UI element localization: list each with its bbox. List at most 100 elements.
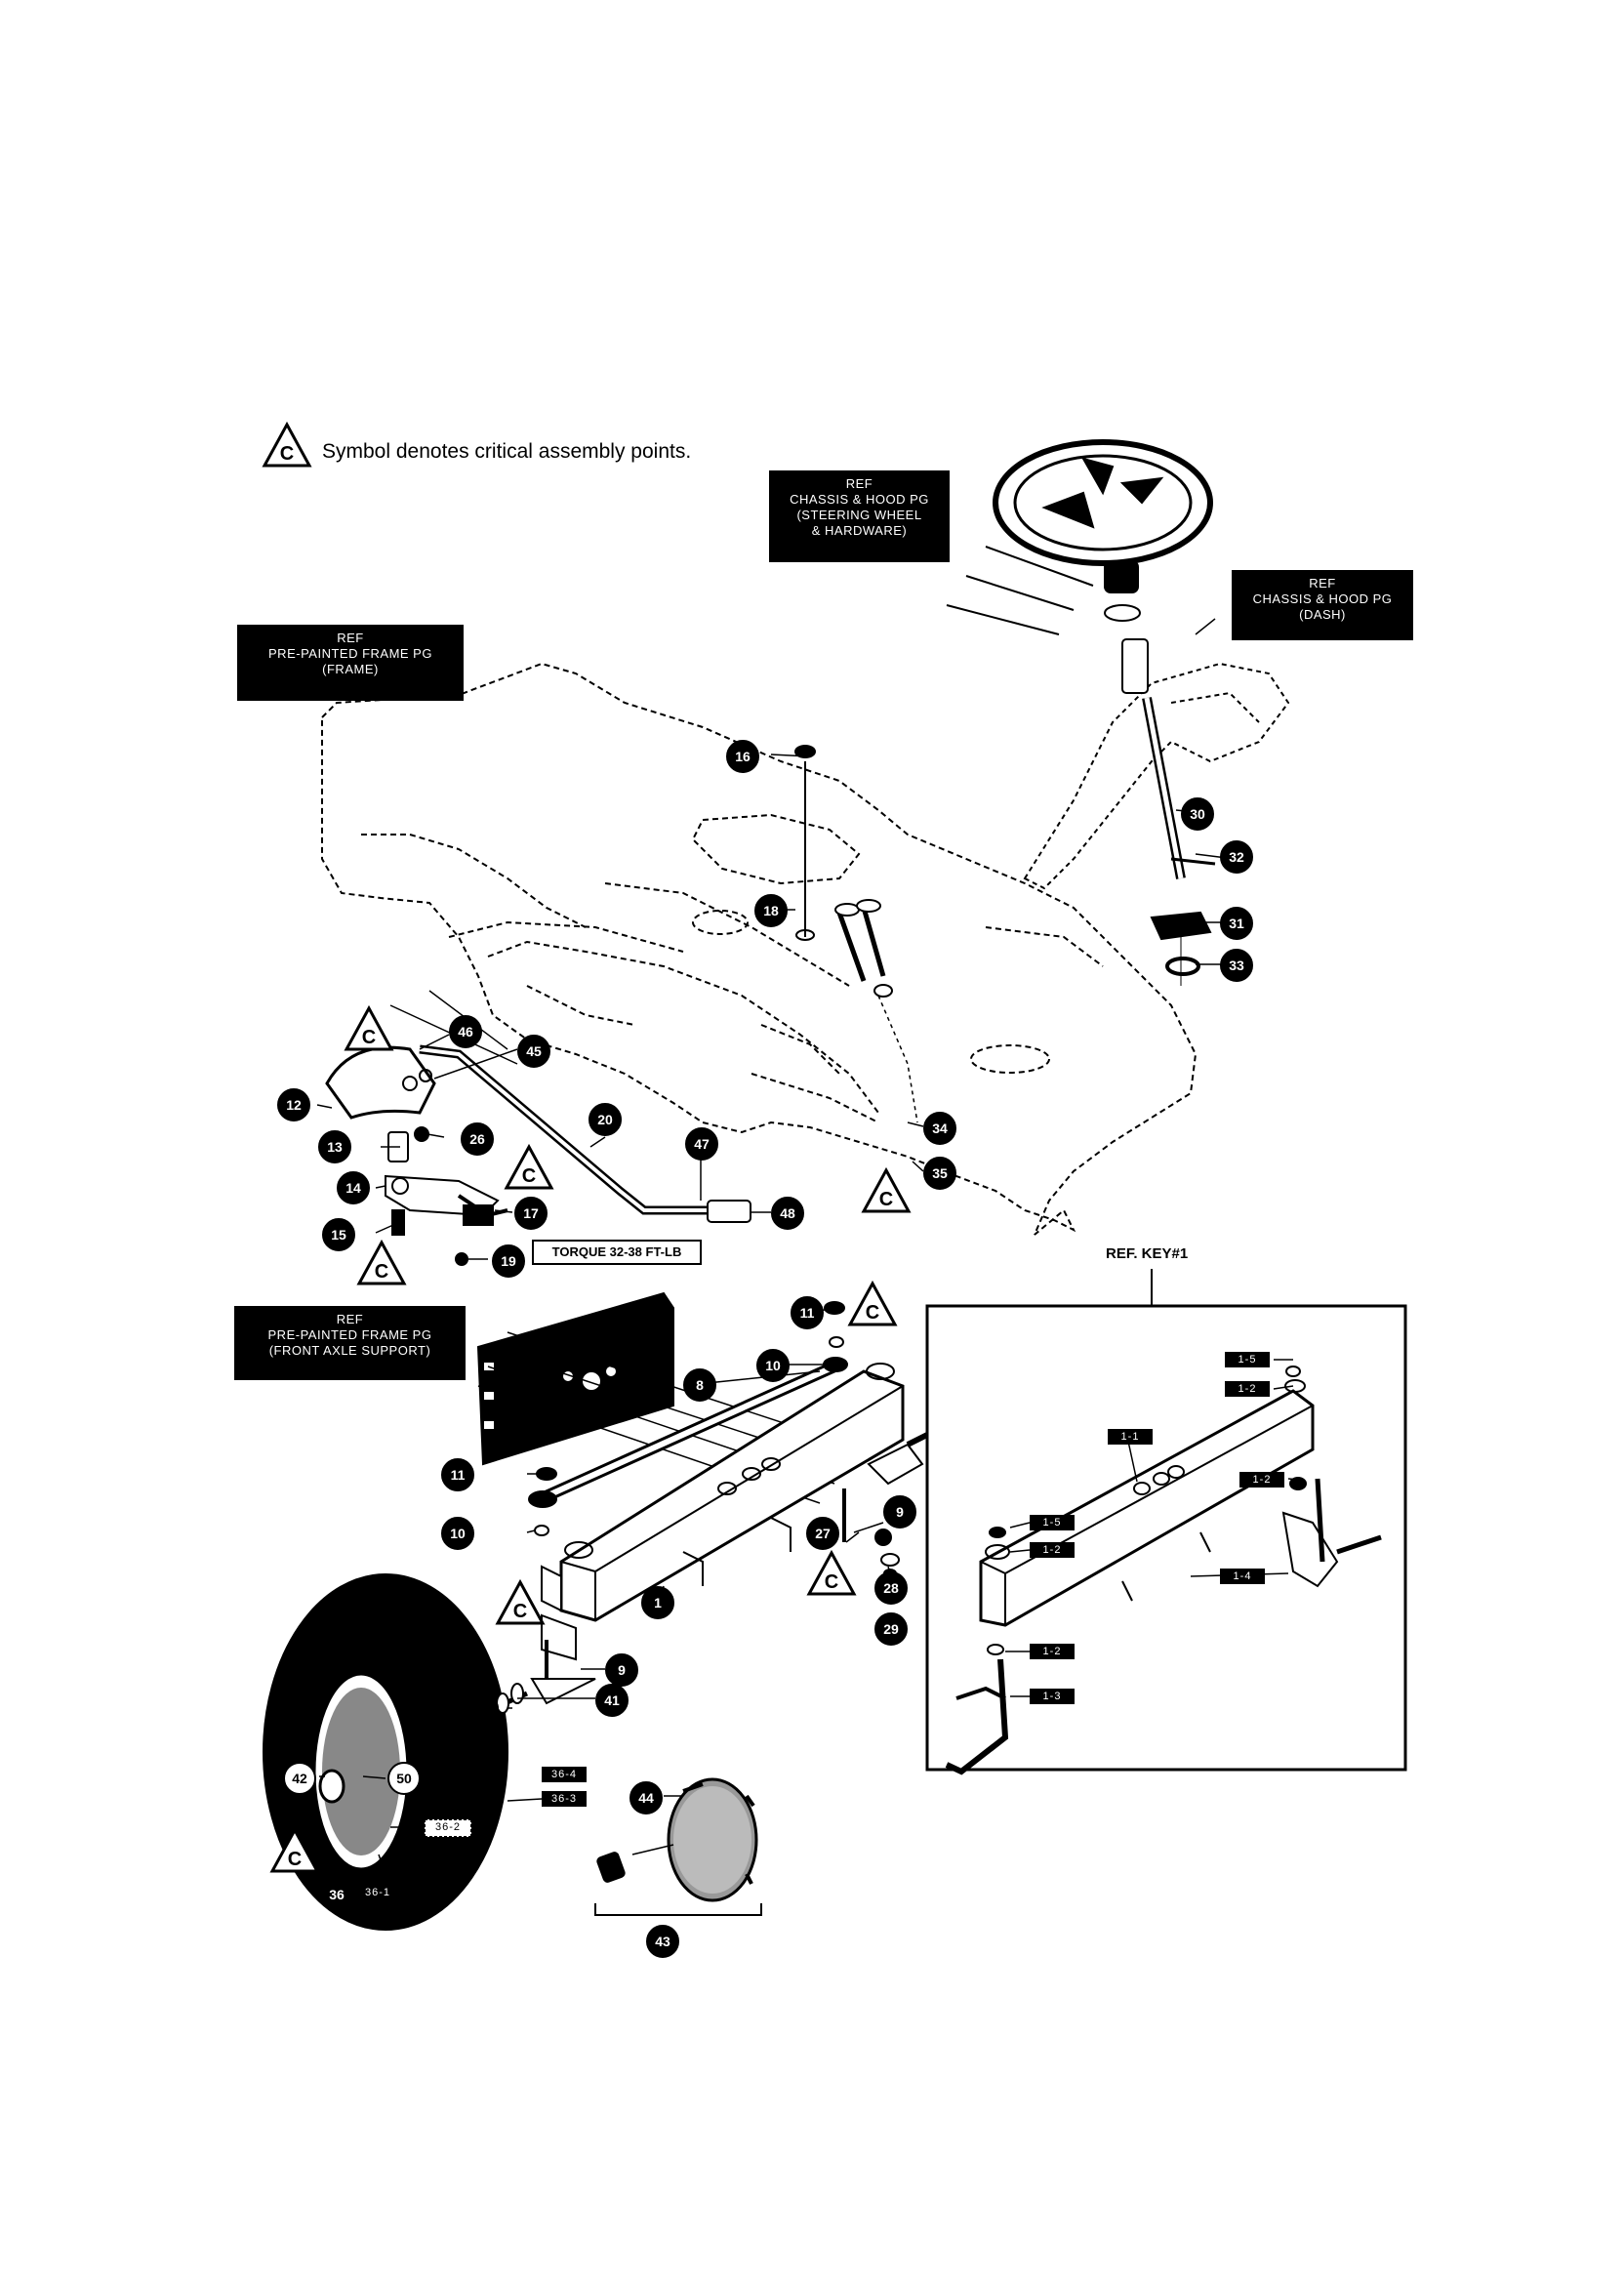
ref-key-title: REF. KEY#1 (1106, 1245, 1189, 1262)
ref-steering-line-2: CHASSIS & HOOD PG (790, 492, 929, 507)
svg-text:C: C (879, 1189, 893, 1210)
callout-26: 26 (461, 1122, 494, 1156)
axle-support-drawing (476, 1291, 850, 1504)
ref-dash-line-3: (DASH) (1299, 607, 1346, 622)
wheel-drawing (263, 1573, 529, 1931)
callout-28: 28 (874, 1571, 908, 1605)
svg-text:C: C (522, 1165, 536, 1187)
svg-text:C: C (513, 1601, 527, 1622)
ref-key-tag-1-2: 1-2 (1225, 1381, 1270, 1397)
ref-frame-line-1: REF (337, 631, 364, 645)
callout-32: 32 (1220, 840, 1253, 874)
dash-outline (1023, 662, 1290, 890)
ref-key-tag-1-5: 1-5 (1225, 1352, 1270, 1367)
ref-axle-support-line-3: (FRONT AXLE SUPPORT) (268, 1343, 431, 1358)
ref-frame-line-3: (FRAME) (322, 662, 379, 676)
callout-43: 43 (646, 1925, 679, 1958)
torque-label: TORQUE 32-38 FT-LB (532, 1240, 702, 1265)
svg-text:C: C (825, 1571, 838, 1593)
callout-35: 35 (923, 1157, 956, 1190)
ref-key-tag-1-2: 1-2 (1030, 1542, 1075, 1558)
callout-31: 31 (1220, 907, 1253, 940)
tag-36-3: 36-3 (542, 1791, 587, 1807)
callout-48: 48 (771, 1197, 804, 1230)
callout-50: 50 (387, 1762, 421, 1795)
callout-8: 8 (683, 1368, 716, 1402)
ref-key-tag-1-1: 1-1 (1108, 1429, 1153, 1445)
drag-link-drawing (389, 990, 751, 1223)
ref-dash-line-1: REF (1309, 576, 1336, 591)
ref-front-axle-support: REF PRE-PAINTED FRAME PG (FRONT AXLE SUP… (234, 1306, 466, 1380)
critical-symbol-icon: C (344, 1005, 394, 1052)
callout-15: 15 (322, 1218, 355, 1251)
callout-9: 9 (605, 1653, 638, 1687)
ref-key-tag-1-5: 1-5 (1030, 1515, 1075, 1530)
critical-symbol-icon: C (806, 1550, 857, 1597)
bolt-drawings (794, 745, 918, 1123)
steering-gear-drawing (325, 1045, 508, 1266)
tag-36-2: 36-2 (425, 1819, 471, 1837)
ref-key-tag-1-2: 1-2 (1239, 1472, 1284, 1488)
ref-steering-wheel: REF CHASSIS & HOOD PG (STEERING WHEEL & … (769, 470, 950, 562)
callout-14: 14 (337, 1171, 370, 1204)
ref-key-tag-1-4: 1-4 (1220, 1569, 1265, 1584)
callout-33: 33 (1220, 949, 1253, 982)
ref-frame: REF PRE-PAINTED FRAME PG (FRAME) (237, 625, 464, 701)
ref-key-axle-drawing (945, 1366, 1382, 1775)
critical-symbol-icon: C (861, 1167, 912, 1214)
frame-outline (321, 662, 1198, 1236)
ref-key-frame (925, 1269, 1407, 1772)
ref-steering-line-1: REF (845, 476, 873, 491)
ref-dash-line-2: CHASSIS & HOOD PG (1252, 591, 1393, 606)
callout-20: 20 (589, 1103, 622, 1136)
steering-shaft-drawing (1142, 697, 1216, 986)
callout-17: 17 (514, 1197, 548, 1230)
tag-36-1: 36-1 (355, 1885, 400, 1900)
callout-19: 19 (492, 1244, 525, 1278)
svg-text:C: C (866, 1302, 879, 1324)
critical-symbol-icon: C (495, 1579, 546, 1626)
svg-text:C: C (288, 1849, 302, 1870)
callout-41: 41 (595, 1684, 629, 1717)
svg-text:C: C (362, 1027, 376, 1048)
callout-42: 42 (283, 1762, 316, 1795)
hubcap-drawing (594, 1777, 762, 1916)
svg-text:C: C (280, 443, 294, 465)
callout-16: 16 (726, 740, 759, 773)
critical-symbol-icon: C (356, 1240, 407, 1286)
critical-symbol-icon: C (269, 1827, 320, 1874)
callout-47: 47 (685, 1127, 718, 1161)
callout-1: 1 (641, 1586, 674, 1619)
svg-text:C: C (375, 1261, 388, 1283)
ref-key-tag-1-2: 1-2 (1030, 1644, 1075, 1659)
ref-dash: REF CHASSIS & HOOD PG (DASH) (1232, 570, 1413, 640)
ref-axle-support-line-1: REF (336, 1312, 364, 1326)
callout-12: 12 (277, 1088, 310, 1121)
tag-36-4: 36-4 (542, 1767, 587, 1782)
critical-symbol-icon: C (847, 1281, 898, 1327)
callout-10: 10 (441, 1517, 474, 1550)
callout-18: 18 (754, 894, 788, 927)
callout-44: 44 (629, 1781, 663, 1814)
ref-steering-line-4: & HARDWARE) (811, 523, 908, 538)
ref-axle-support-line-2: PRE-PAINTED FRAME PG (267, 1327, 432, 1342)
ref-frame-line-2: PRE-PAINTED FRAME PG (268, 646, 432, 661)
callout-30: 30 (1181, 797, 1214, 831)
critical-symbol-icon: C (262, 422, 312, 469)
steering-wheel-drawing (946, 439, 1213, 694)
critical-symbol-icon: C (504, 1144, 554, 1191)
critical-points-note: Symbol denotes critical assembly points. (322, 440, 692, 463)
callout-10: 10 (756, 1349, 790, 1382)
callout-45: 45 (517, 1035, 550, 1068)
callout-9: 9 (883, 1495, 916, 1529)
callout-11: 11 (441, 1458, 474, 1491)
ref-steering-line-3: (STEERING WHEEL (796, 508, 922, 522)
callout-13: 13 (318, 1130, 351, 1163)
spindle-drawing (530, 1488, 900, 1705)
callout-11: 11 (791, 1296, 824, 1329)
callout-27: 27 (806, 1517, 839, 1550)
front-axle-drawing (541, 1363, 929, 1622)
ref-key-tag-1-3: 1-3 (1030, 1689, 1075, 1704)
callout-46: 46 (449, 1015, 482, 1048)
